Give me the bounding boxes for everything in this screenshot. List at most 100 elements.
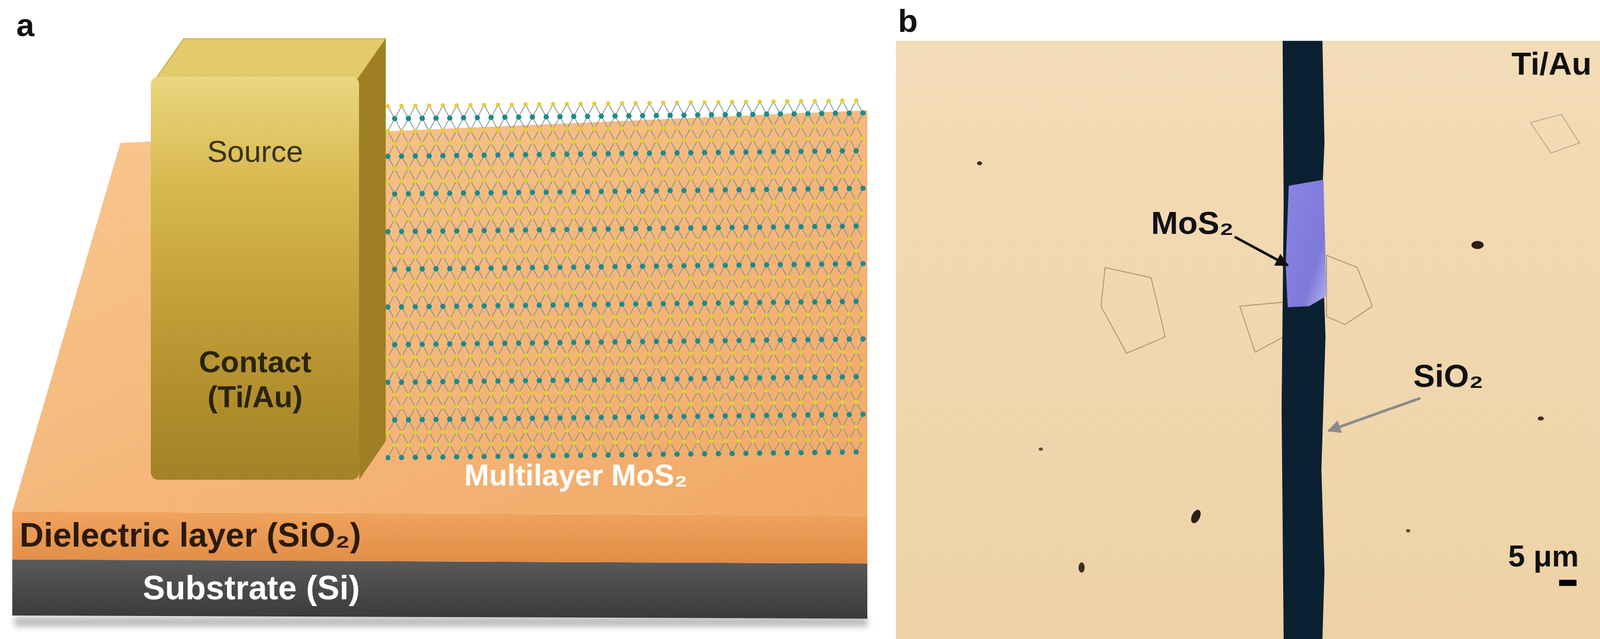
atomic-bond (573, 128, 581, 142)
atomic-bond (656, 278, 664, 292)
atomic-bond (753, 427, 760, 441)
atomic-bond (607, 241, 615, 255)
atomic-bond (738, 202, 746, 216)
atomic-bond (697, 278, 705, 291)
atomic-bond (607, 316, 615, 330)
atomic-bond (443, 168, 450, 181)
atom (695, 112, 701, 118)
atomic-bond (787, 163, 795, 177)
atomic-bond (477, 280, 485, 294)
atomic-bond (622, 391, 629, 405)
atomic-bond (428, 168, 436, 181)
atom (715, 100, 721, 105)
atomic-bond (415, 318, 423, 332)
atomic-bond (573, 354, 581, 368)
atomic-bond (738, 352, 746, 366)
atomic-bond (842, 314, 850, 327)
atomic-bond (690, 315, 698, 329)
atomic-bond (456, 393, 464, 407)
atomic-bond (456, 318, 464, 331)
atomic-bond (849, 351, 856, 365)
atomic-bond (656, 353, 664, 367)
atomic-bond (594, 392, 602, 405)
atomic-bond (670, 127, 677, 141)
dielectric-top-surface (12, 110, 868, 516)
atomic-bond (656, 428, 664, 442)
atomic-bond (601, 354, 608, 367)
atomic-bond (449, 280, 457, 294)
atomic-bond (697, 127, 705, 140)
contact-top-face (154, 38, 386, 80)
atomic-bond (539, 392, 546, 406)
atomic-bond (615, 203, 623, 217)
atomic-bond (628, 128, 636, 141)
atomic-bond (573, 279, 581, 293)
atomic-bond (821, 201, 829, 214)
atomic-bond (532, 430, 540, 444)
atomic-bond (408, 432, 416, 445)
atomic-bond (463, 355, 471, 369)
atomic-bond (470, 168, 477, 181)
atomic-bond (435, 130, 443, 143)
atomic-bond (401, 168, 409, 182)
atomic-bond (711, 428, 719, 441)
atomic-bond (394, 130, 402, 144)
atomic-bond (580, 392, 588, 405)
atom (771, 99, 776, 104)
atomic-bond (787, 314, 795, 328)
atomic-bond (428, 318, 436, 332)
atomic-bond (449, 431, 457, 445)
atomic-bond (401, 243, 409, 257)
atomic-bond (435, 205, 443, 219)
atomic-bond (401, 394, 409, 408)
atomic-bond (443, 393, 450, 407)
atom (702, 100, 707, 105)
atom (674, 100, 679, 105)
atomic-bond (594, 316, 602, 330)
atomic-bond (642, 203, 650, 217)
atomic-bond (477, 205, 485, 219)
atom (633, 101, 638, 106)
atomic-bond (449, 205, 457, 219)
atomic-bond (559, 354, 567, 368)
atomic-bond (842, 163, 850, 176)
atomic-bond (518, 129, 526, 142)
atomic-bond (387, 319, 395, 332)
atomic-bond (622, 241, 629, 254)
atom (605, 101, 611, 106)
atomic-bond (477, 355, 485, 369)
atomic-bond (594, 166, 602, 179)
atomic-bond (491, 431, 498, 444)
atomic-bond (394, 281, 402, 295)
atomic-bond (718, 315, 726, 328)
atomic-bond (539, 242, 546, 255)
atomic-bond (566, 392, 574, 405)
atom (406, 115, 412, 122)
atomic-bond (690, 240, 698, 254)
atomic-bond (504, 355, 512, 368)
atomic-bond (753, 201, 760, 215)
atomic-bond (559, 128, 567, 142)
atomic-bond (856, 389, 864, 402)
atomic-bond (587, 430, 595, 443)
atom (536, 102, 542, 107)
atomic-bond (684, 428, 691, 442)
atomic-bond (615, 128, 623, 141)
atomic-bond (415, 168, 423, 182)
atomic-bond (553, 317, 560, 330)
atom (399, 103, 404, 109)
mos2-lattice (385, 98, 866, 460)
atomic-bond (780, 201, 787, 215)
atom (460, 115, 467, 121)
atomic-bond (801, 239, 808, 252)
atomic-bond (732, 164, 739, 178)
atom (447, 115, 453, 121)
atomic-bond (842, 238, 850, 252)
atomic-bond (497, 242, 505, 256)
atomic-bond (491, 205, 498, 218)
atomic-bond (642, 429, 650, 443)
atomic-bond (470, 318, 477, 331)
atomic-bond (807, 276, 815, 290)
atom (612, 113, 618, 119)
atomic-bond (622, 316, 629, 330)
